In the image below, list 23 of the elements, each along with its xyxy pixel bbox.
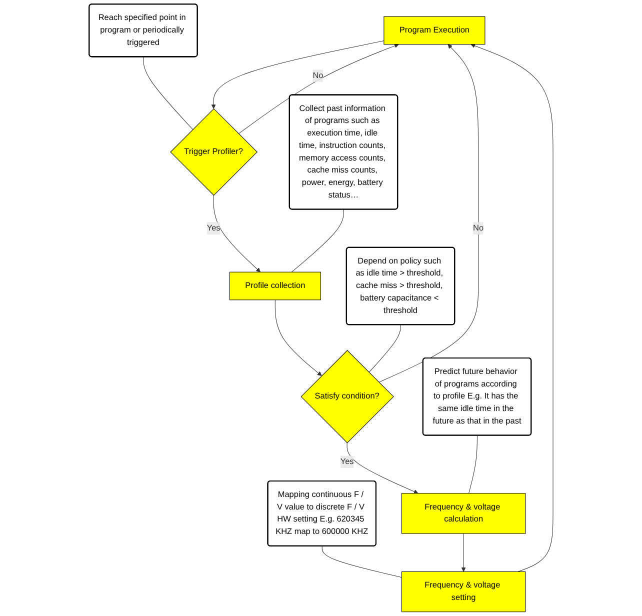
connector: [291, 209, 344, 272]
edge-label: No: [312, 71, 324, 80]
connector: [368, 324, 401, 373]
arrow: [213, 195, 260, 272]
node-diamond: Satisfy condition?: [300, 350, 394, 444]
arrow: [238, 44, 399, 134]
arrow: [211, 40, 384, 109]
arrow: [470, 44, 554, 572]
node-diamond: Trigger Profiler?: [170, 108, 258, 196]
edge-label: Yes: [340, 457, 354, 466]
node-box: Program Execution: [384, 16, 486, 45]
edge-label: Yes: [206, 224, 220, 232]
arrow: [274, 300, 322, 376]
arrow: [378, 44, 478, 383]
arrow: [346, 442, 418, 494]
connector: [143, 56, 193, 130]
node-box: Profile collection: [229, 272, 321, 300]
arrow: [461, 533, 466, 572]
node-box: Frequency & voltage setting: [401, 571, 526, 612]
node-box: Frequency & voltage calculation: [401, 493, 526, 534]
connector: [322, 546, 402, 578]
edge-label: No: [472, 224, 484, 232]
connector: [468, 435, 478, 494]
